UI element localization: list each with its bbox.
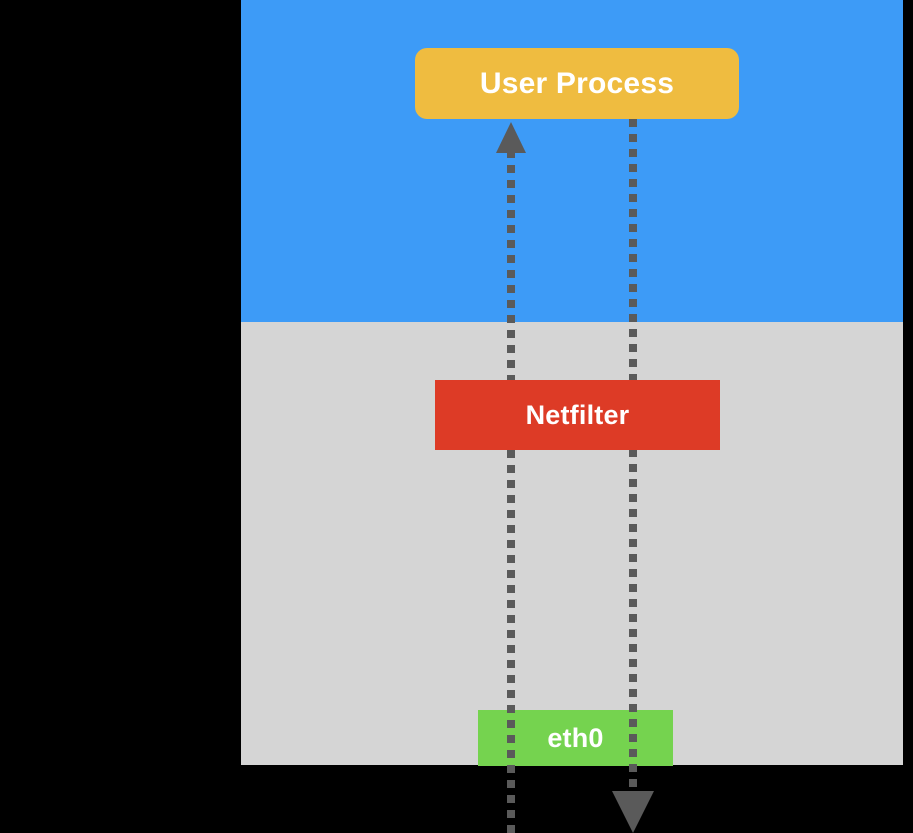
node-user-process[interactable]: User Process	[415, 48, 739, 119]
node-netfilter[interactable]: Netfilter	[435, 380, 720, 450]
node-user-process-label: User Process	[479, 66, 675, 100]
outbound-arrowhead-icon	[612, 791, 654, 833]
node-eth0[interactable]: eth0	[478, 710, 673, 766]
node-netfilter-label: Netfilter	[525, 399, 630, 430]
node-eth0-label: eth0	[547, 722, 604, 753]
